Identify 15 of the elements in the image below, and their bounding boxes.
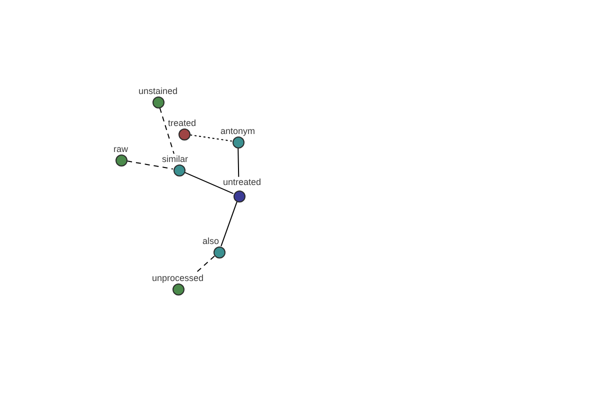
dashed-connector bbox=[159, 107, 174, 154]
node-label: unprocessed bbox=[152, 274, 204, 282]
node-label: raw bbox=[114, 144, 128, 154]
connector-line bbox=[238, 148, 240, 178]
node-label: treated bbox=[168, 118, 196, 128]
node-label: unstained bbox=[138, 86, 178, 96]
node-label: similar bbox=[162, 154, 188, 164]
dashed-connector bbox=[190, 134, 232, 142]
connector-line bbox=[220, 201, 238, 247]
node-label: also bbox=[202, 236, 220, 246]
connector-line bbox=[184, 172, 234, 194]
dashed-connector bbox=[126, 160, 174, 170]
node-label: untreated bbox=[223, 178, 262, 186]
node-label: antonym bbox=[220, 126, 256, 136]
dashed-connector bbox=[195, 256, 215, 274]
